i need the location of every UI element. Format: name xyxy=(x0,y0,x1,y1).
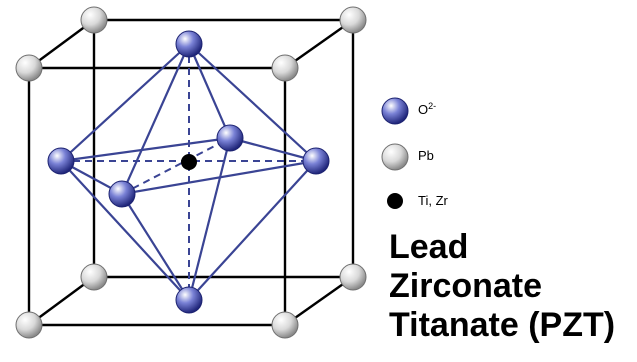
bond xyxy=(60,43,190,162)
lead-atom-back-top-right xyxy=(339,6,367,34)
lead-atom-front-bottom-left xyxy=(15,311,43,339)
oxygen-atom-left xyxy=(47,147,75,175)
oxygen-charge: 2- xyxy=(428,101,437,111)
oxygen-atom-top xyxy=(175,30,203,58)
internal-axes xyxy=(61,44,316,300)
front-face-edges xyxy=(27,66,287,327)
lead-atoms xyxy=(15,6,367,339)
oxygen-symbol: O xyxy=(418,102,429,117)
bond xyxy=(188,160,317,301)
diagram-title: Lead Zirconate Titanate (PZT) xyxy=(389,228,635,345)
oxygen-atom-front xyxy=(108,180,136,208)
bond xyxy=(188,43,317,162)
edge-top-right xyxy=(284,19,354,69)
bond xyxy=(121,193,190,301)
legend-label-ti-zr: Ti, Zr xyxy=(418,193,448,208)
lead-atom-back-top-left xyxy=(80,6,108,34)
bond xyxy=(120,43,191,195)
legend-oxygen-swatch xyxy=(381,97,409,125)
bond xyxy=(229,136,317,163)
lead-atom-front-top-right xyxy=(271,54,299,82)
oxygen-atom-back xyxy=(216,124,244,152)
oxygen-atom-bottom xyxy=(175,286,203,314)
octahedron-bonds xyxy=(60,43,317,301)
bond xyxy=(60,160,190,301)
bond xyxy=(60,136,231,163)
oxygen-atoms xyxy=(47,30,330,314)
title-line-2: Zirconate xyxy=(389,267,543,305)
legend-label-lead: Pb xyxy=(418,148,434,163)
lead-atom-front-top-left xyxy=(15,54,43,82)
lead-atom-front-bottom-right xyxy=(271,311,299,339)
bond xyxy=(187,137,232,301)
lead-atom-back-bottom-left xyxy=(80,263,108,291)
ti-zr-center-atom xyxy=(181,154,197,170)
oxygen-atom-right xyxy=(302,147,330,175)
title-line-3: Titanate (PZT) xyxy=(389,306,616,344)
legend-lead-swatch xyxy=(381,143,409,171)
legend-label-oxygen: O2- xyxy=(418,101,437,117)
legend-swatches xyxy=(381,97,409,209)
bond xyxy=(187,43,232,139)
edge-bottom-right xyxy=(284,276,354,326)
legend-ti-swatch xyxy=(387,193,403,209)
axis-depth xyxy=(121,137,231,195)
lead-atom-back-bottom-right xyxy=(339,263,367,291)
title-line-1: Lead xyxy=(389,228,469,266)
